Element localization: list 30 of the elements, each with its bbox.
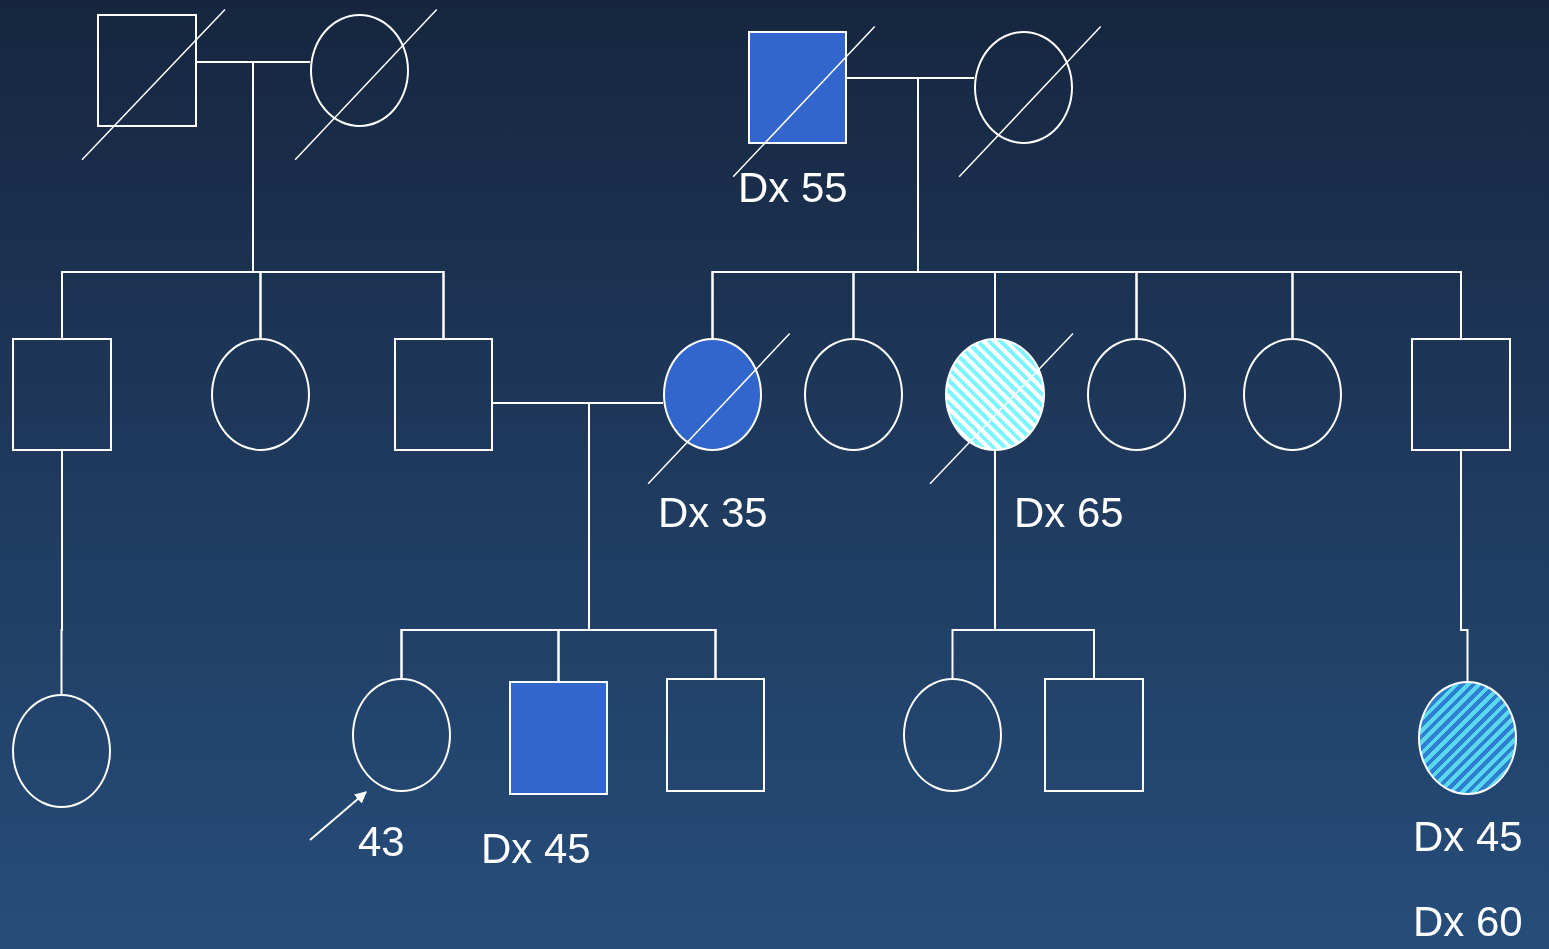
pedigree-line bbox=[1460, 450, 1469, 682]
male-symbol bbox=[666, 678, 765, 792]
female-symbol bbox=[1087, 338, 1186, 451]
annotation-label: Dx 35 bbox=[658, 492, 768, 534]
annotation-label: Dx 60 bbox=[1413, 901, 1523, 943]
female-symbol bbox=[310, 14, 409, 127]
male-symbol bbox=[97, 14, 197, 127]
male-symbol bbox=[394, 338, 493, 451]
annotation-label: Dx 65 bbox=[1014, 492, 1124, 534]
annotation-label: Dx 55 bbox=[738, 167, 848, 209]
female-symbol bbox=[211, 338, 310, 451]
male-symbol bbox=[748, 31, 847, 144]
annotation-label: 43 bbox=[358, 821, 405, 863]
female-symbol bbox=[1243, 338, 1342, 451]
female-symbol bbox=[974, 31, 1073, 144]
pedigree-line bbox=[252, 61, 445, 339]
male-symbol bbox=[12, 338, 112, 451]
pedigree-line bbox=[588, 402, 717, 679]
male-symbol bbox=[1411, 338, 1511, 451]
annotation-label: Dx 45 bbox=[1413, 816, 1523, 858]
male-symbol bbox=[509, 681, 608, 795]
female-symbol bbox=[352, 678, 451, 792]
female-symbol bbox=[12, 694, 111, 808]
male-symbol bbox=[1044, 678, 1144, 792]
female-symbol bbox=[903, 678, 1002, 792]
pedigree-line bbox=[994, 450, 1095, 679]
pedigree-line bbox=[60, 450, 63, 695]
proband-arrow bbox=[309, 791, 367, 841]
female-symbol bbox=[804, 338, 903, 451]
annotation-label: Dx 45 bbox=[481, 828, 591, 870]
